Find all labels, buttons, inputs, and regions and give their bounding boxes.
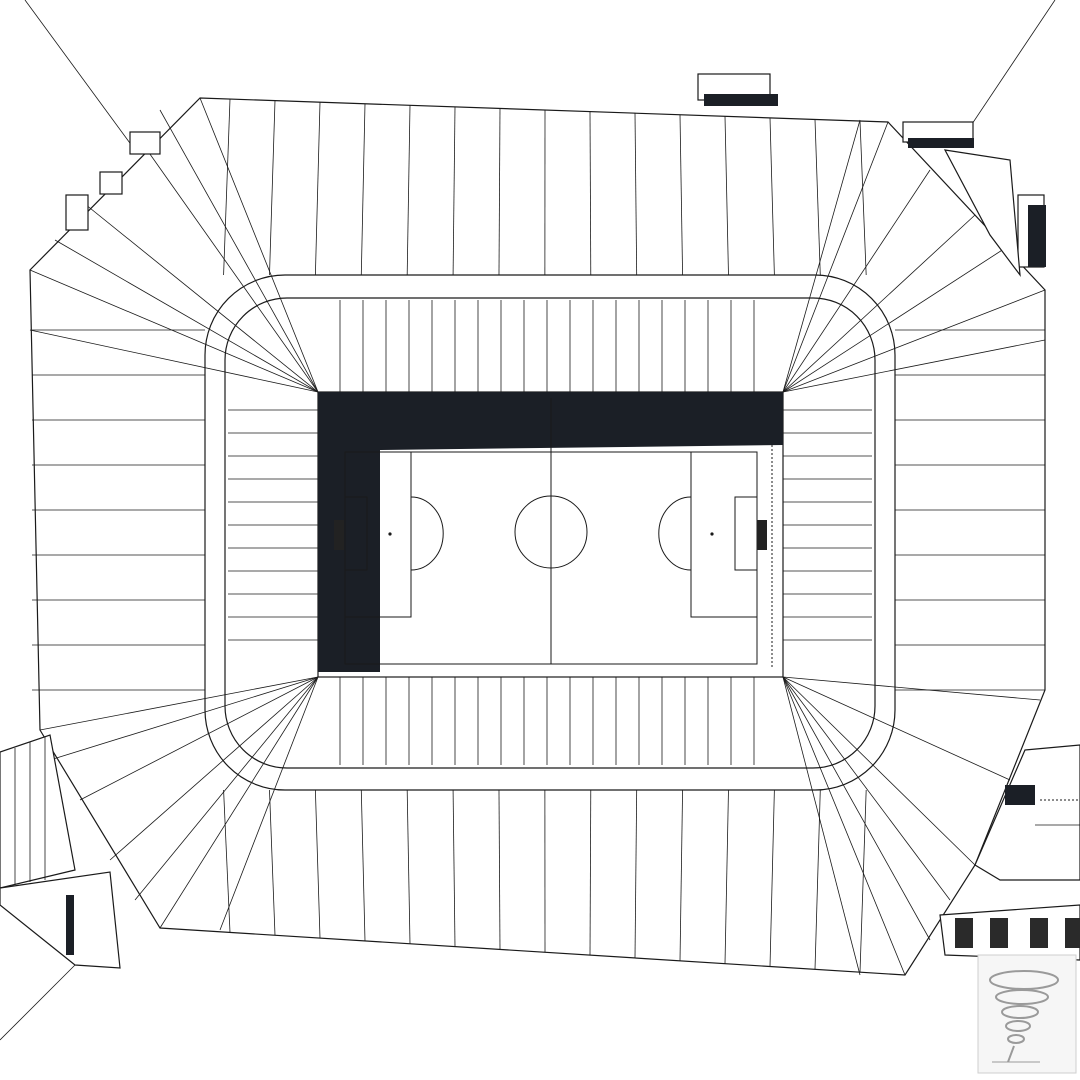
- roof-panel-top: [360, 103, 366, 276]
- roof-panel-bottom: [314, 789, 321, 939]
- roof-corner-fan-0: [29, 329, 319, 393]
- pitch-markings: [334, 398, 773, 668]
- roof-panel-top: [679, 114, 683, 276]
- roof-panel-top: [769, 117, 775, 276]
- roof-panel-top: [223, 99, 231, 276]
- watermark-frame: [977, 954, 1077, 1074]
- left-penalty-spot: [388, 532, 392, 536]
- left-goal: [334, 520, 344, 550]
- roof-panel-bottom: [724, 789, 729, 964]
- roof-panel-bottom: [679, 789, 683, 961]
- roof-panel-lines: [29, 97, 1046, 976]
- roof-panel-bottom: [814, 789, 821, 970]
- roof-panel-top: [859, 121, 867, 276]
- roof-panel-bottom: [452, 789, 456, 947]
- right-goal-area: [734, 496, 758, 571]
- right-penalty-spot: [710, 532, 714, 536]
- roof-panel-top: [269, 100, 276, 276]
- right-penalty-arc: [658, 496, 692, 571]
- roof-corner-fan-1: [782, 119, 861, 393]
- roof-panel-top: [452, 106, 456, 276]
- roof-corner-fan-3: [782, 676, 951, 901]
- roof-corner-fan-3: [782, 676, 906, 976]
- stand-seating-lines: [228, 300, 872, 765]
- roof-panel-bottom: [406, 789, 411, 944]
- roof-corner-fan-0: [199, 97, 319, 393]
- rooftop-unit-top-right: [902, 121, 974, 148]
- roof-corner-fan-2: [49, 676, 319, 761]
- roof-corner-fan-1: [782, 214, 976, 393]
- roof-corner-fan-2: [79, 676, 319, 801]
- roof-corner-fan-2: [159, 676, 319, 929]
- roof-corner-fan-3: [782, 676, 861, 976]
- roof-panel-top: [406, 105, 411, 276]
- roof-panel-bottom: [223, 789, 231, 933]
- center-circle: [514, 495, 588, 569]
- rooftop-unit-right: [1017, 194, 1046, 268]
- roof-panel-top: [589, 111, 592, 276]
- concourse-ring-outer: [204, 274, 896, 791]
- guide-line-top-right: [967, 0, 1056, 131]
- roof-corner-fan-3: [782, 676, 976, 866]
- roof-panel-bottom: [859, 789, 867, 973]
- stadium-outer-roof: [29, 97, 1046, 976]
- roof-panel-bottom: [269, 789, 276, 936]
- roof-corner-fan-3: [782, 676, 1011, 781]
- rooftop-unit-right-wing: [943, 149, 1021, 278]
- roof-panel-top: [314, 102, 321, 276]
- roof-panel-bottom: [589, 789, 592, 956]
- pitch-shadow: [318, 392, 783, 672]
- left-penalty-arc: [410, 496, 444, 571]
- roof-corner-fan-1: [782, 121, 889, 393]
- annex-building-bottom-right: [939, 744, 1080, 961]
- roof-panel-bottom: [769, 789, 775, 967]
- roof-panel-top: [498, 108, 501, 276]
- perspective-guides: [0, 0, 1056, 1041]
- roof-panel-bottom: [360, 789, 366, 941]
- roof-corner-fan-3: [782, 676, 1041, 701]
- roof-corner-fan-2: [219, 676, 319, 931]
- rooftop-units: [65, 73, 1046, 278]
- roof-corner-fan-0: [54, 239, 319, 393]
- roof-corner-fan-2: [109, 676, 319, 861]
- annex-building-bottom-left: [0, 734, 121, 969]
- roof-corner-fan-2: [134, 676, 319, 901]
- roof-corner-fan-2: [39, 676, 319, 731]
- rooftop-unit-top: [697, 73, 778, 106]
- roof-panel-bottom: [634, 789, 638, 958]
- roof-panel-top: [724, 116, 729, 276]
- tornado-watermark-icon: [989, 970, 1059, 1063]
- concourse-ring-inner: [224, 297, 876, 769]
- roof-panel-top: [814, 119, 821, 276]
- right-goal: [757, 520, 767, 550]
- roof-corner-fan-1: [782, 169, 931, 393]
- roof-corner-fan-0: [79, 199, 319, 393]
- roof-corner-fan-3: [782, 676, 931, 941]
- guide-line-bottom-left: [0, 964, 76, 1041]
- roof-panel-bottom: [498, 789, 501, 950]
- rooftop-unit-left: [65, 131, 161, 231]
- roof-corner-fan-0: [139, 139, 319, 393]
- roof-corner-fan-1: [782, 339, 1046, 393]
- left-goal-area: [344, 496, 368, 571]
- guide-line-top-left: [24, 0, 136, 151]
- right-penalty-area: [690, 451, 758, 618]
- roof-corner-fan-0: [29, 269, 319, 393]
- roof-corner-fan-1: [782, 244, 1011, 393]
- roof-panel-top: [634, 113, 638, 276]
- watermark: [977, 954, 1077, 1074]
- roof-corner-fan-1: [782, 289, 1046, 393]
- roof-corner-fan-0: [159, 109, 319, 393]
